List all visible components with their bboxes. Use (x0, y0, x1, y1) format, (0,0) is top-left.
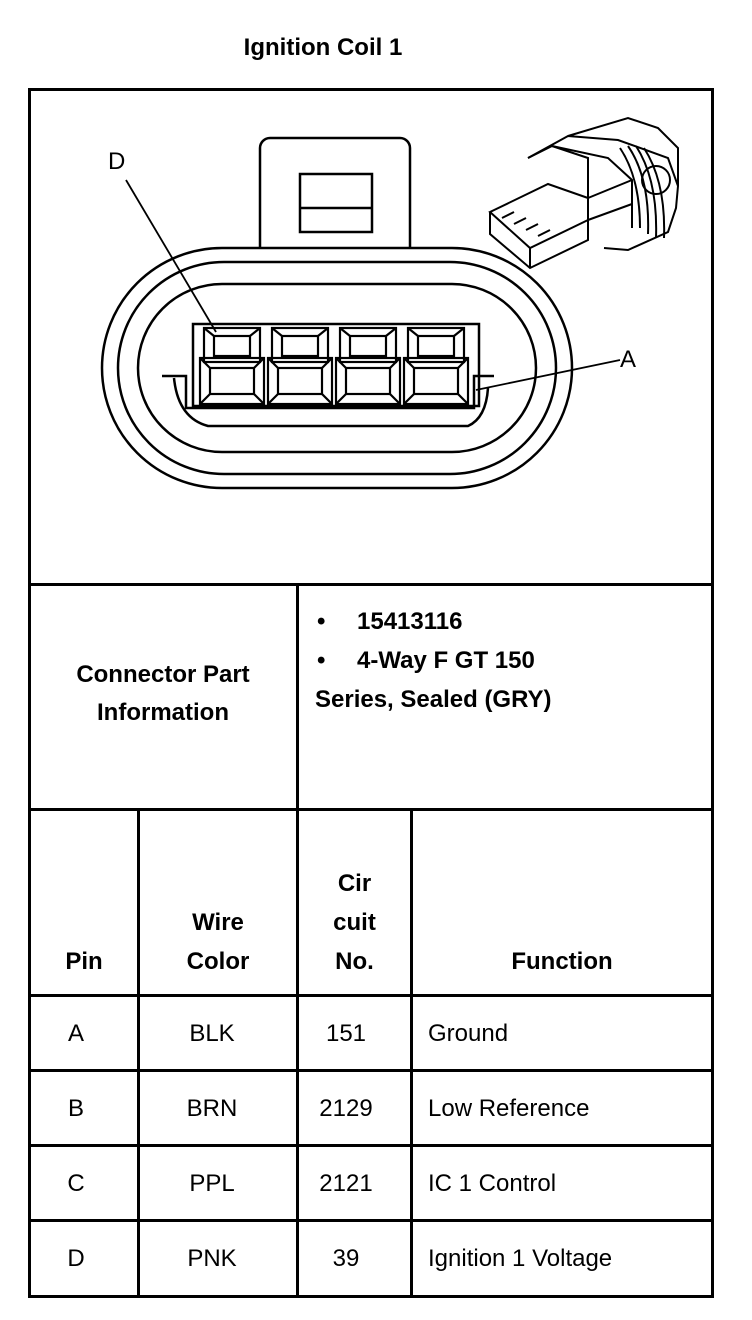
function-cell: Low Reference (428, 1095, 590, 1122)
connector-face-diagram (100, 116, 680, 490)
terminal-shelf-bottom (172, 377, 490, 428)
cavity-top-outer (270, 326, 330, 364)
pin-cell: C (67, 1170, 85, 1197)
connector-info-label: Connector Part Information (28, 583, 298, 805)
cavity-frame (191, 322, 481, 408)
cavity-bottom-inner (276, 366, 324, 396)
header-function: Function (511, 948, 613, 975)
wire-color-cell: BRN (186, 1095, 238, 1122)
table-col-divider-3 (410, 808, 413, 1298)
connector-info-item: • 15413116 (315, 602, 705, 641)
pin-cell: B (67, 1095, 84, 1122)
bullet-icon: • (317, 647, 326, 674)
cavity-bottom-outer (198, 356, 266, 406)
part-number: 15413116 (357, 608, 463, 635)
callout-a-label: A (620, 346, 637, 373)
connector-iso-sketch (488, 116, 680, 270)
pin-cell: D (67, 1245, 85, 1272)
cavity-bottom-outer (334, 356, 402, 406)
connector-info-item: • 4-Way F GT 150 (315, 641, 705, 680)
cavity-top-inner (348, 334, 388, 358)
info-top-divider (28, 583, 714, 586)
connector-type: 4-Way F GT 150 (357, 647, 535, 674)
wire-color-cell: PNK (187, 1245, 237, 1272)
cavity-top-inner (212, 334, 252, 358)
header-circuit-no: Cir cuit No. (299, 864, 410, 981)
cavity-top-outer (338, 326, 398, 364)
connector-info-label-text: Connector Part Information (76, 661, 250, 726)
cavity-top-bevel (271, 327, 329, 337)
cavity-bevel (403, 357, 469, 405)
cavity-top-bevel (407, 327, 465, 337)
frame-left-border (28, 88, 31, 1298)
info-column-divider (296, 583, 299, 808)
cavity-top-bevel (339, 327, 397, 337)
table-top-divider (28, 808, 714, 811)
function-cell: Ground (428, 1020, 509, 1047)
function-cell: IC 1 Control (428, 1170, 557, 1197)
terminal-cavities (198, 326, 470, 406)
cavity-top-bevel (203, 327, 261, 337)
wire-color-cell: BLK (189, 1020, 235, 1047)
header-pin: Pin (65, 948, 103, 975)
header-wire-color-line: Wire (192, 909, 244, 936)
cavity-bottom-inner (208, 366, 256, 396)
cavity-bottom-outer (402, 356, 470, 406)
cavity-bottom-inner (344, 366, 392, 396)
callout-d-leader (125, 179, 217, 333)
table-header-divider (28, 994, 714, 997)
table-col-divider-2 (296, 808, 299, 1298)
frame-bottom-border (28, 1295, 714, 1298)
connector-sheet: D A Connector Part Information • 15413116… (28, 88, 714, 1298)
housing-seal (116, 260, 558, 476)
latch-slot (298, 172, 374, 234)
frame-right-border (711, 88, 714, 1298)
cavity-top-inner (280, 334, 320, 358)
callout-d-label: D (108, 148, 126, 175)
bullet-icon: • (317, 608, 326, 635)
cavity-bevel (267, 357, 333, 405)
circuit-cell: 151 (325, 1020, 367, 1047)
header-circuit-line: cuit (333, 909, 376, 936)
header-circuit-line: Cir (337, 870, 372, 897)
cavity-top-outer (202, 326, 262, 364)
header-wire-color: Wire Color (140, 903, 296, 981)
circuit-cell: 2121 (319, 1170, 373, 1197)
terminal-shelf (162, 374, 494, 410)
connector-info-continuation: Series, Sealed (GRY) (315, 686, 552, 713)
cavity-bevel (199, 357, 265, 405)
cavity-bottom-outer (266, 356, 334, 406)
header-wire-color-line: Color (186, 948, 250, 975)
cavity-bottom-inner (412, 366, 460, 396)
wire-color-cell: PPL (189, 1170, 235, 1197)
connector-info-list: • 15413116 • 4-Way F GT 150 Series, Sealed… (315, 602, 705, 719)
cavity-bevel (335, 357, 401, 405)
header-circuit-line: No. (335, 948, 374, 975)
table-row-divider (28, 1219, 714, 1222)
table-row-divider (28, 1144, 714, 1147)
table-row-divider (28, 1069, 714, 1072)
cavity-top-outer (406, 326, 466, 364)
table-col-divider-1 (137, 808, 140, 1298)
circuit-cell: 39 (332, 1245, 360, 1272)
callout-a-leader (475, 359, 621, 391)
circuit-cell: 2129 (319, 1095, 373, 1122)
housing-inner (136, 282, 538, 454)
function-cell: Ignition 1 Voltage (428, 1245, 613, 1272)
page-title: Ignition Coil 1 (243, 34, 403, 61)
cavity-top-inner (416, 334, 456, 358)
frame-top-border (28, 88, 714, 91)
pin-cell: A (67, 1020, 84, 1047)
